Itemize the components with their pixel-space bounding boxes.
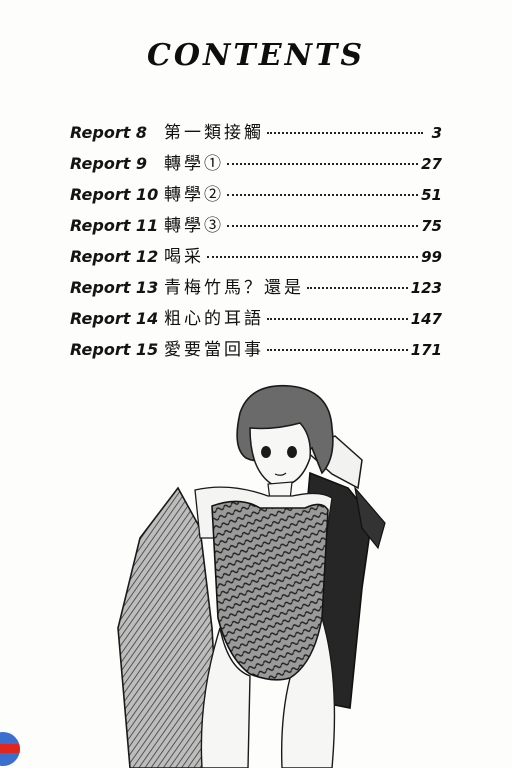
chapter-label: Report 8 [70, 123, 148, 142]
chapter-title: 轉學③ [164, 216, 224, 236]
dot-leader [227, 163, 419, 165]
chapter-title: 喝采 [164, 247, 204, 267]
dot-leader [267, 349, 408, 351]
toc-entry: Report 9 轉學① 27 [70, 149, 442, 180]
page-number: 51 [421, 186, 442, 204]
toc-entry: Report 11 轉學③ 75 [70, 211, 442, 242]
chapter-label: Report 15 [70, 340, 159, 359]
page-number: 99 [421, 248, 442, 266]
chapter-title: 轉學② [164, 185, 224, 205]
page-tab-marker [0, 732, 20, 766]
toc-entry: Report 8 第一類接觸 3 [70, 118, 442, 149]
dot-leader [267, 318, 408, 320]
page-number: 123 [410, 279, 442, 297]
dot-leader [227, 194, 419, 196]
chapter-title: 第一類接觸 [164, 123, 264, 143]
page-title: CONTENTS [146, 38, 366, 73]
page-number: 171 [410, 341, 442, 359]
chapter-label: Report 11 [70, 216, 159, 235]
toc-entry: Report 14 粗心的耳語 147 [70, 304, 442, 335]
chapter-title: 轉學① [164, 154, 224, 174]
chapter-label: Report 14 [70, 309, 159, 328]
page-number: 75 [421, 217, 442, 235]
page-number: 27 [421, 155, 442, 173]
dot-leader [307, 287, 408, 289]
chapter-label: Report 9 [70, 154, 148, 173]
dot-leader [227, 225, 419, 227]
toc-entry: Report 10 轉學② 51 [70, 180, 442, 211]
table-of-contents: Report 8 第一類接觸 3 Report 9 轉學① 27 Report … [70, 118, 442, 366]
chapter-label: Report 12 [70, 247, 159, 266]
page-number: 147 [410, 310, 442, 328]
manga-girl-illustration [117, 384, 386, 768]
toc-entry: Report 12 喝采 99 [70, 242, 442, 273]
chapter-title: 愛要當回事 [164, 340, 264, 360]
dot-leader [267, 132, 423, 134]
chapter-title: 粗心的耳語 [164, 309, 264, 329]
page-number: 3 [431, 124, 442, 142]
toc-entry: Report 13 青梅竹馬？還是 123 [70, 273, 442, 304]
chapter-label: Report 10 [70, 185, 159, 204]
toc-entry: Report 15 愛要當回事 171 [70, 335, 442, 366]
chapter-title: 青梅竹馬？還是 [164, 278, 304, 298]
dot-leader [207, 256, 419, 258]
chapter-label: Report 13 [70, 278, 159, 297]
